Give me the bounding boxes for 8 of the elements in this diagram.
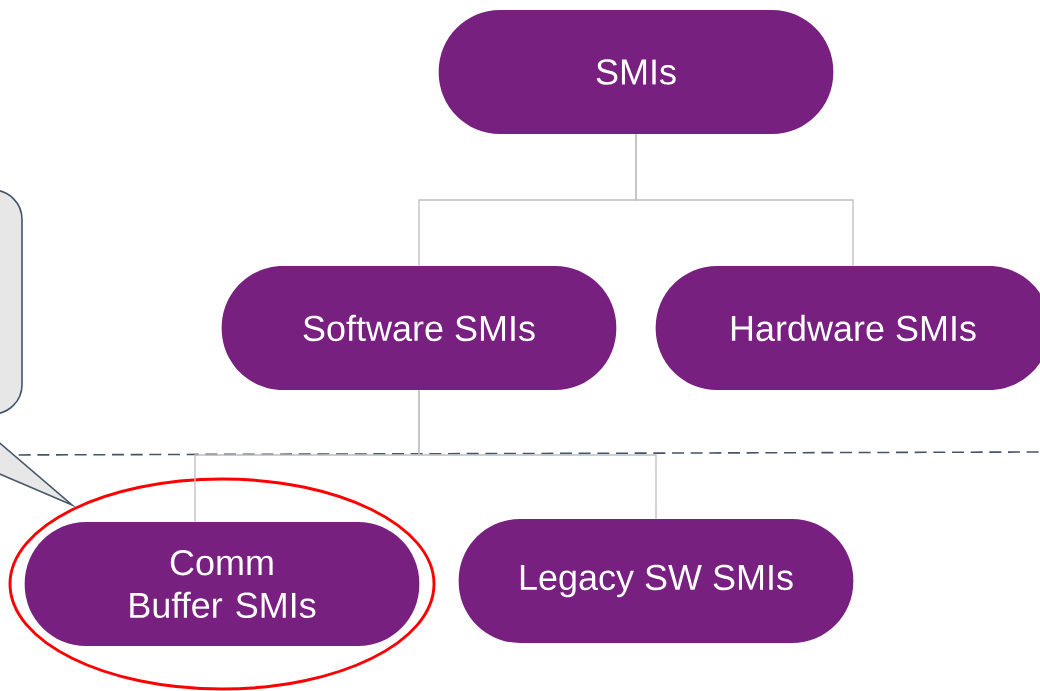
connector-line — [418, 389, 657, 520]
process-box: Legacy SW SMIs — [458, 519, 854, 643]
process-box: SMIs — [438, 10, 834, 134]
process-box: Hardware SMIs — [655, 266, 1040, 390]
connector-line — [635, 133, 854, 267]
process-box: Software SMIs — [221, 266, 617, 390]
process-box: Comm Buffer SMIs — [24, 522, 420, 646]
callout-box — [0, 189, 77, 508]
